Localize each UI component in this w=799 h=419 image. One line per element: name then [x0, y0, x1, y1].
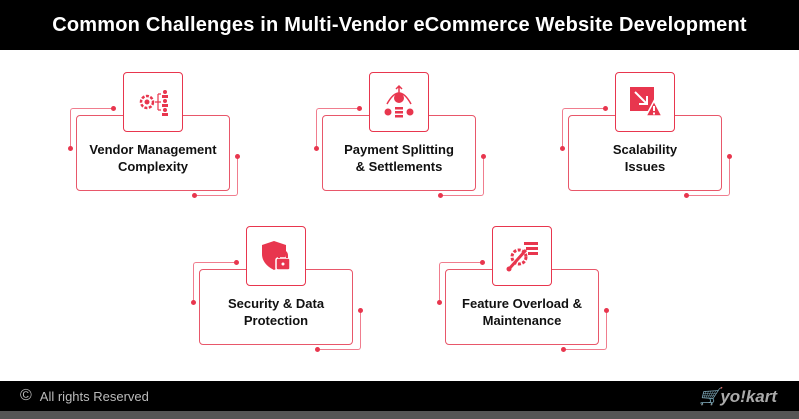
- icon-box: [369, 72, 429, 132]
- footer: © All rights Reserved: [0, 381, 799, 411]
- page-title: Common Challenges in Multi-Vendor eComme…: [0, 0, 799, 50]
- connector-dot: [727, 154, 732, 159]
- connector-line: [318, 310, 361, 350]
- connector-dot: [603, 106, 608, 111]
- connector-dot: [191, 300, 196, 305]
- connector-line: [439, 262, 482, 302]
- connector-dot: [358, 308, 363, 313]
- payment-split-icon: [384, 84, 414, 118]
- connector-dot: [68, 146, 73, 151]
- connector-line: [564, 310, 607, 350]
- challenge-title-line1: Security & Data: [227, 296, 325, 311]
- connector-dot: [235, 154, 240, 159]
- connector-dot: [561, 347, 566, 352]
- connector-dot: [438, 193, 443, 198]
- challenge-title-line1: Feature Overload &: [462, 296, 582, 311]
- vendor-gear-users-icon: [139, 90, 168, 116]
- challenge-title-line2: Maintenance: [482, 313, 562, 328]
- challenge-title-line2: Issues: [624, 159, 666, 174]
- connector-dot: [560, 146, 565, 151]
- connector-dot: [192, 193, 197, 198]
- connector-dot: [437, 300, 442, 305]
- connector-line: [195, 156, 238, 196]
- connector-dot: [315, 347, 320, 352]
- copyright-icon: ©: [20, 387, 32, 404]
- connector-dot: [234, 260, 239, 265]
- challenge-card: Payment Splitting & Settlements: [306, 72, 486, 222]
- connector-line: [687, 156, 730, 196]
- connector-dot: [480, 260, 485, 265]
- challenge-title-line2: Complexity: [117, 159, 189, 174]
- scalability-warning-icon: [630, 87, 663, 117]
- connector-line: [193, 262, 236, 302]
- challenge-title-line1: Scalability: [612, 142, 678, 157]
- wrench-gear-icon: [506, 242, 538, 272]
- connector-line: [441, 156, 484, 196]
- connector-dot: [314, 146, 319, 151]
- connector-dot: [357, 106, 362, 111]
- icon-box: [615, 72, 675, 132]
- icon-box: [492, 226, 552, 286]
- copyright-text: All rights Reserved: [39, 388, 149, 404]
- connector-dot: [604, 308, 609, 313]
- challenge-title-line2: & Settlements: [355, 159, 443, 174]
- yokart-logo: 🛒yo!kart: [699, 387, 777, 406]
- challenge-card: Feature Overload & Maintenance: [429, 226, 609, 376]
- connector-line: [316, 108, 359, 148]
- challenge-title-line1: Vendor Management: [89, 142, 217, 157]
- connector-dot: [684, 193, 689, 198]
- challenge-box: Feature Overload & Maintenance: [445, 269, 599, 345]
- challenge-title-line1: Payment Splitting: [344, 142, 454, 157]
- icon-box: [123, 72, 183, 132]
- icon-box: [246, 226, 306, 286]
- shield-lock-icon: [262, 241, 291, 271]
- connector-dot: [111, 106, 116, 111]
- challenge-title-line2: Protection: [243, 313, 309, 328]
- connector-line: [562, 108, 605, 148]
- connector-line: [70, 108, 113, 148]
- bottom-bar: [0, 411, 799, 419]
- connector-dot: [481, 154, 486, 159]
